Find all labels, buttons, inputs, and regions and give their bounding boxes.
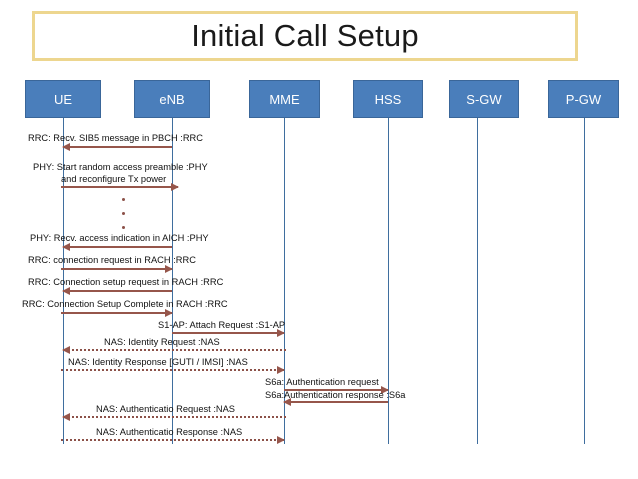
message-10-arrow-line bbox=[284, 401, 388, 403]
node-label: P-GW bbox=[565, 91, 602, 107]
message-4-arrow-head-left bbox=[62, 287, 70, 295]
message-2-label: PHY: Recv. access indication in AICH :PH… bbox=[30, 233, 209, 243]
message-7-arrow-line bbox=[63, 349, 286, 351]
node-label: HSS bbox=[374, 91, 402, 107]
message-2-arrow-head-left bbox=[62, 243, 70, 251]
lifeline-s-gw bbox=[477, 118, 478, 444]
page-title: Initial Call Setup bbox=[191, 18, 419, 53]
message-11-arrow-head-left bbox=[62, 413, 70, 421]
node-box-s-gw[interactable]: S-GW bbox=[449, 80, 519, 118]
lifeline-mme bbox=[284, 118, 285, 444]
lifeline-ue bbox=[63, 118, 64, 444]
node-box-hss[interactable]: HSS bbox=[353, 80, 423, 118]
message-1-arrow-head-right bbox=[171, 183, 179, 191]
node-box-mme[interactable]: MME bbox=[249, 80, 320, 118]
message-2-arrow-line bbox=[63, 246, 172, 248]
message-4-arrow-line bbox=[63, 290, 172, 292]
message-10-label-suffix: Authentication response :S6a bbox=[284, 390, 406, 400]
message-9-label: S6a: Authentication request bbox=[265, 377, 379, 387]
message-6-arrow-head-right bbox=[277, 329, 285, 337]
node-label: S-GW bbox=[466, 91, 502, 107]
message-5-label: RRC: Connection Setup Complete in RACH :… bbox=[22, 299, 228, 309]
message-1-label-line2: and reconfigure Tx power bbox=[61, 174, 167, 184]
message-6-arrow-line bbox=[172, 332, 284, 334]
title-box: Initial Call Setup bbox=[32, 11, 578, 61]
lifeline-hss bbox=[388, 118, 389, 444]
message-8-arrow-line bbox=[61, 369, 284, 371]
ellipsis-dot bbox=[122, 212, 125, 215]
lifeline-enb bbox=[172, 118, 173, 444]
message-7-label: NAS: Identity Request :NAS bbox=[104, 337, 220, 347]
message-12-arrow-head-right bbox=[277, 436, 285, 444]
node-box-p-gw[interactable]: P-GW bbox=[548, 80, 619, 118]
message-9-arrow-line bbox=[284, 389, 388, 391]
node-label: MME bbox=[269, 91, 300, 107]
message-1-label: PHY: Start random access preamble :PHY bbox=[33, 162, 208, 172]
node-box-enb[interactable]: eNB bbox=[134, 80, 210, 118]
message-8-arrow-head-right bbox=[277, 366, 285, 374]
message-0-label: RRC: Recv. SIB5 message in PBCH :RRC bbox=[28, 133, 203, 143]
message-12-arrow-line bbox=[61, 439, 284, 441]
message-3-label: RRC: connection request in RACH :RRC bbox=[28, 255, 196, 265]
node-box-ue[interactable]: UE bbox=[25, 80, 101, 118]
message-0-arrow-line bbox=[63, 146, 172, 148]
ellipsis-dot bbox=[122, 198, 125, 201]
message-10-label: S6a: bbox=[265, 390, 285, 400]
message-10-arrow-head-left bbox=[283, 398, 291, 406]
message-11-arrow-line bbox=[63, 416, 286, 418]
message-1-arrow-line bbox=[61, 186, 178, 188]
node-label: UE bbox=[53, 91, 73, 107]
message-8-label: NAS: Identity Response [GUTI / IMSI] :NA… bbox=[68, 357, 248, 367]
message-3-arrow-line bbox=[61, 268, 172, 270]
message-3-arrow-head-right bbox=[165, 265, 173, 273]
message-11-label: NAS: Authenticatio Request :NAS bbox=[96, 404, 236, 414]
lifeline-p-gw bbox=[584, 118, 585, 444]
message-0-arrow-head-left bbox=[62, 143, 70, 151]
node-label: eNB bbox=[159, 91, 185, 107]
message-4-label: RRC: Connection setup request in RACH :R… bbox=[28, 277, 224, 287]
message-5-arrow-head-right bbox=[165, 309, 173, 317]
ellipsis-dot bbox=[122, 226, 125, 229]
message-6-label: S1-AP: Attach Request :S1-AP bbox=[158, 320, 286, 330]
message-7-arrow-head-left bbox=[62, 346, 70, 354]
message-9-arrow-head-right bbox=[381, 386, 389, 394]
message-12-label: NAS: Authenticatio Response :NAS bbox=[96, 427, 243, 437]
message-5-arrow-line bbox=[61, 312, 172, 314]
